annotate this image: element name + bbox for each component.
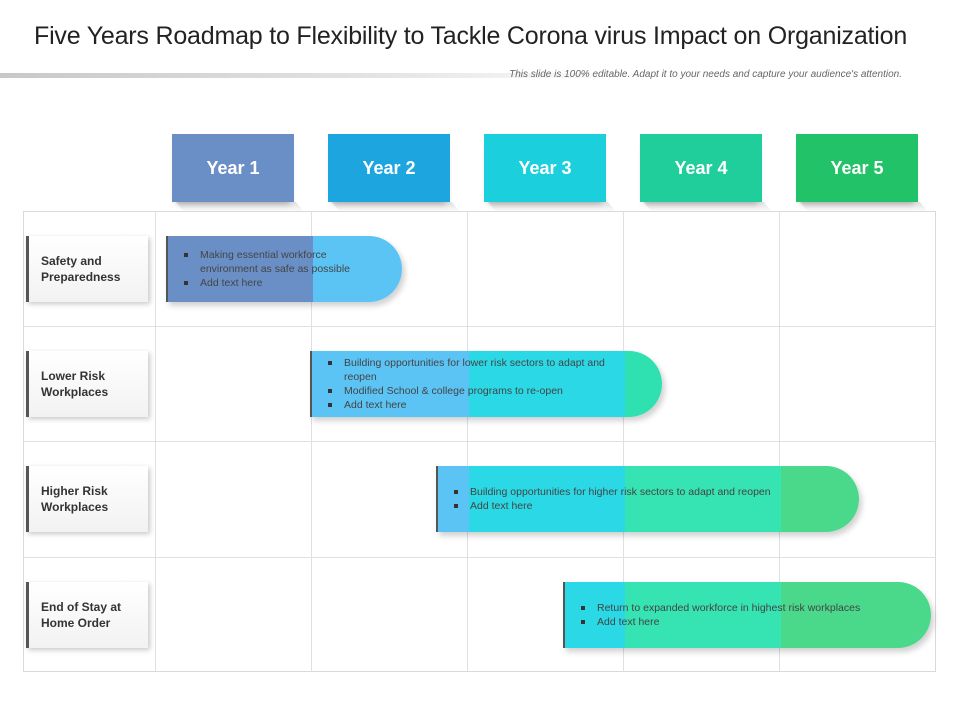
year-4-header: Year 4	[640, 134, 762, 202]
bullet-item: Return to expanded workforce in highest …	[579, 601, 899, 615]
row-label-line: Higher Risk	[41, 484, 108, 498]
grid-row-divider	[23, 557, 936, 558]
year-4-label: Year 4	[674, 157, 728, 178]
row-label-line: Home Order	[41, 616, 111, 630]
year-5-header: Year 5	[796, 134, 918, 202]
row-label-line: Safety and	[41, 254, 102, 268]
year-3-label: Year 3	[518, 157, 572, 178]
bullet-item: Add text here	[326, 398, 612, 412]
roadmap-bar-safety: Making essential workforce environment a…	[166, 236, 402, 302]
bullet-item: Add text here	[452, 499, 812, 513]
bullet-item: Add text here	[579, 615, 899, 629]
year-5-label: Year 5	[830, 157, 884, 178]
grid-row-divider	[23, 326, 936, 327]
year-3-header: Year 3	[484, 134, 606, 202]
roadmap-bar-end-of-stay: Return to expanded workforce in highest …	[563, 582, 931, 648]
year-1-header: Year 1	[172, 134, 294, 202]
row-label-line: Workplaces	[41, 385, 109, 399]
bullet-list: Return to expanded workforce in highest …	[579, 601, 899, 629]
bullet-item: Modified School & college programs to re…	[326, 384, 612, 398]
bullet-list: Making essential workforce environment a…	[182, 248, 362, 290]
row-label-line: Lower Risk	[41, 369, 106, 383]
grid-row-divider	[23, 441, 936, 442]
bullet-item: Making essential workforce environment a…	[182, 248, 362, 276]
year-2-header: Year 2	[328, 134, 450, 202]
slide-subtitle: This slide is 100% editable. Adapt it to…	[509, 69, 902, 80]
year-1-label: Year 1	[206, 157, 260, 178]
row-label-line: Workplaces	[41, 500, 109, 514]
bullet-list: Building opportunities for higher risk s…	[452, 485, 812, 513]
slide-title: Five Years Roadmap to Flexibility to Tac…	[34, 22, 908, 50]
row-label-line: Preparedness	[41, 270, 121, 284]
year-2-label: Year 2	[362, 157, 416, 178]
title-underline	[0, 73, 640, 78]
row-label-line: End of Stay at	[41, 600, 122, 614]
roadmap-bar-lower-risk: Building opportunities for lower risk se…	[310, 351, 662, 417]
bullet-item: Add text here	[182, 276, 362, 290]
bullet-item: Building opportunities for lower risk se…	[326, 356, 612, 384]
bullet-list: Building opportunities for lower risk se…	[326, 356, 612, 412]
roadmap-bar-higher-risk: Building opportunities for higher risk s…	[436, 466, 859, 532]
row-label-end-of-stay: End of Stay at Home Order	[26, 582, 148, 648]
bullet-item: Building opportunities for higher risk s…	[452, 485, 812, 499]
